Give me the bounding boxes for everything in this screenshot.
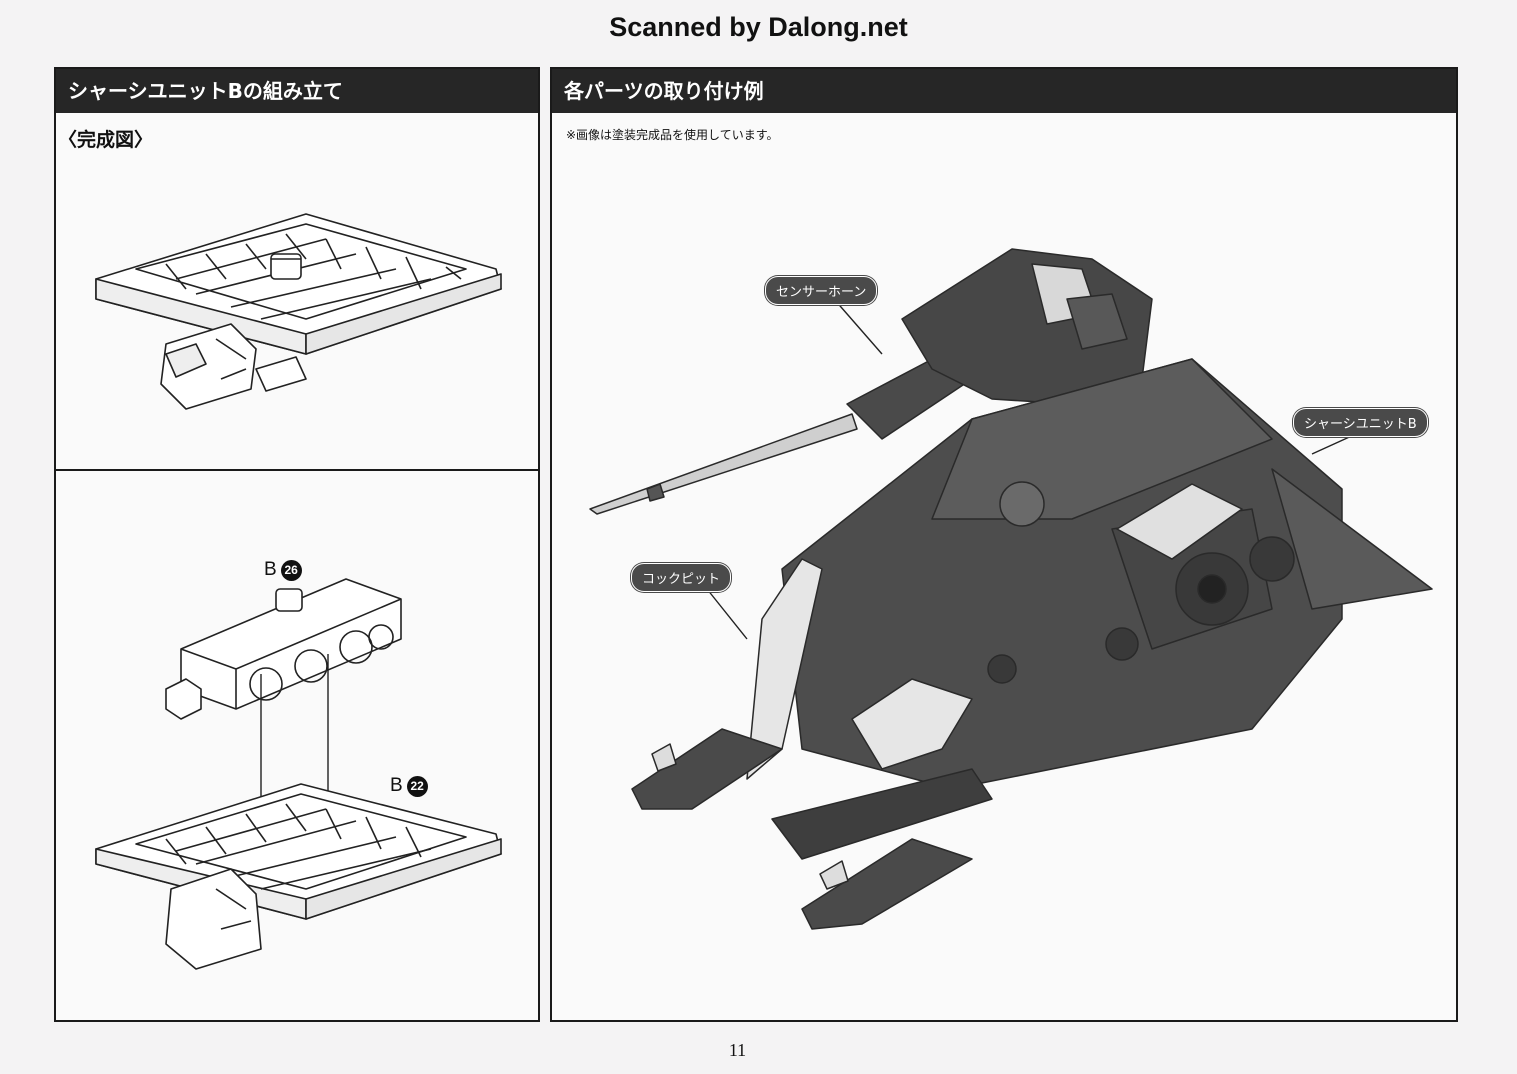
callout-chassis-unit-b: シャーシユニットB: [1293, 408, 1428, 437]
callout-leaders: [706, 298, 1368, 640]
assembly-panel: シャーシユニットBの組み立て 〈完成図〉: [54, 67, 540, 1022]
part-number-badge: 22: [406, 775, 428, 797]
callout-cockpit: コックピット: [631, 563, 732, 592]
completed-diagram-label: 〈完成図〉: [58, 129, 154, 151]
part-letter: B: [390, 775, 403, 796]
part-label-b26: B 26: [264, 559, 302, 581]
part-letter: B: [264, 559, 277, 580]
mounting-example-panel: 各パーツの取り付け例 ※画像は塗装完成品を使用しています。: [550, 67, 1458, 1022]
callout-sensor-horn: センサーホーン: [765, 276, 878, 305]
part-label-b22: B 22: [390, 775, 428, 797]
mounting-example-header: 各パーツの取り付け例: [552, 69, 1456, 113]
painted-sample-note: ※画像は塗装完成品を使用しています。: [566, 128, 779, 142]
assembly-step-illustration: [95, 578, 502, 970]
watermark: Scanned by Dalong.net: [609, 12, 908, 42]
model-photo: [589, 248, 1433, 930]
completed-chassis-illustration: [95, 213, 502, 410]
page-number: 11: [728, 1040, 747, 1060]
part-number-badge: 26: [280, 559, 302, 581]
assembly-panel-header: シャーシユニットBの組み立て: [56, 69, 538, 113]
panel-divider: [56, 469, 538, 471]
